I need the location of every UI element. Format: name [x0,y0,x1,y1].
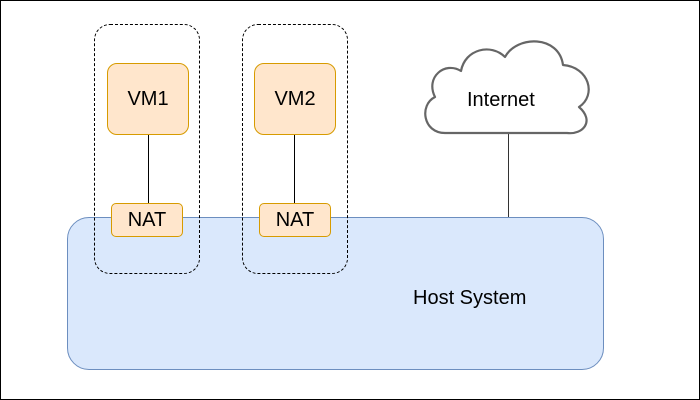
vm1-nat-node: NAT [111,203,183,237]
vm1-label: VM1 [127,87,169,110]
vm2-nat-connector [294,135,295,203]
vm2-node: VM2 [254,63,336,135]
cloud-icon [419,35,599,137]
vm2-label: VM2 [274,87,316,110]
vm1-nat-connector [148,135,149,203]
vm1-group-boundary [94,24,200,274]
host-system-box [67,217,604,370]
vm1-node: VM1 [107,63,189,135]
vm2-group-boundary [242,24,348,274]
internet-host-connector [508,133,509,217]
vm1-nat-label: NAT [127,208,167,231]
host-system-label: Host System [413,287,527,309]
vm2-nat-node: NAT [259,203,331,237]
vm2-nat-label: NAT [275,208,315,231]
internet-label: Internet [467,89,535,111]
